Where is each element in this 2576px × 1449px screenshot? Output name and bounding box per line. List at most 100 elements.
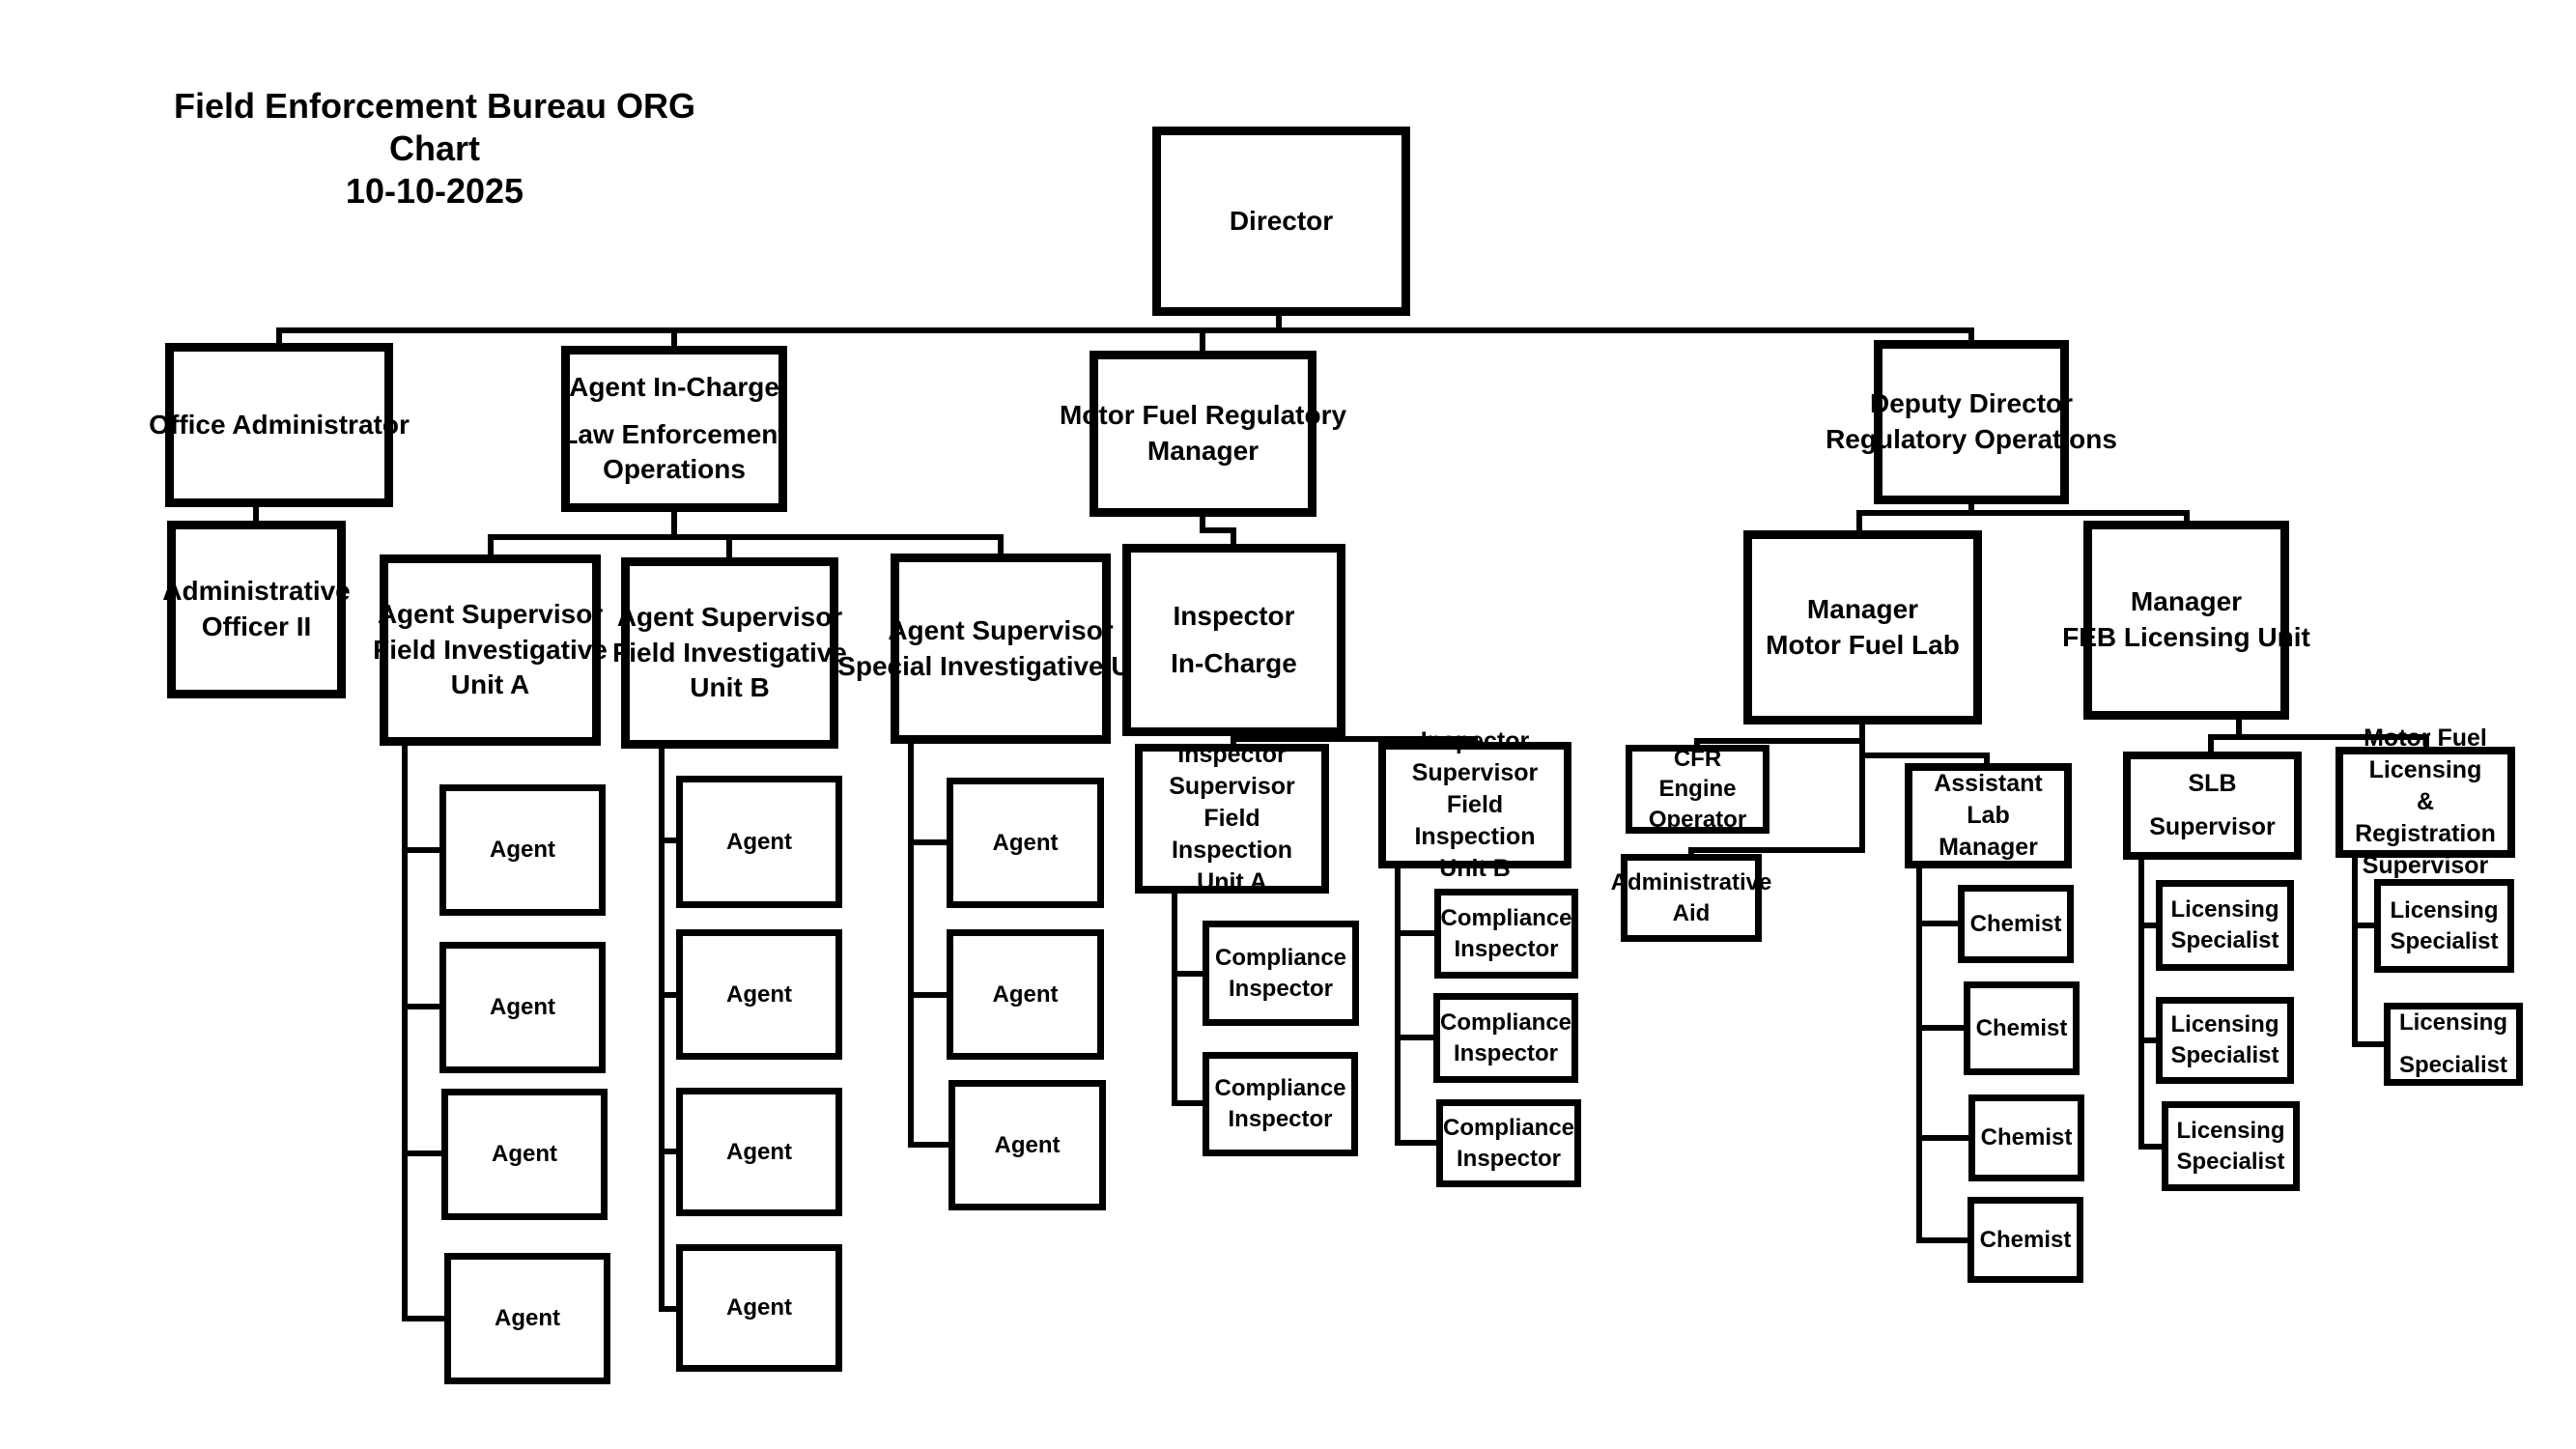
connector-segment: [1395, 1140, 1439, 1146]
connector-segment: [1231, 527, 1236, 547]
connector-segment: [402, 742, 408, 1321]
connector-segment: [1395, 865, 1401, 1146]
org-node-agent-s2: Agent: [947, 929, 1104, 1060]
org-node-label: Agent: [492, 1141, 557, 1168]
chart-title-line2: 10-10-2025: [345, 170, 524, 211]
connector-segment: [671, 508, 677, 540]
connector-segment: [402, 847, 442, 853]
org-node-label: Specialist: [2398, 1052, 2508, 1078]
connector-segment: [1968, 330, 1974, 343]
connector-segment: [2138, 1144, 2166, 1150]
org-node-label: Agent: [992, 980, 1059, 1008]
connector-segment: [2352, 1041, 2388, 1047]
connector-segment: [1694, 738, 1700, 748]
org-node-label: Chemist: [1980, 1124, 2073, 1151]
connector-segment: [1688, 847, 1865, 853]
connector-segment: [402, 1151, 442, 1156]
connector-segment: [671, 330, 677, 349]
connector-segment: [1172, 890, 1177, 1106]
org-node-label: & Registration: [2355, 788, 2496, 847]
org-node-label: Field Investigative: [373, 634, 608, 665]
connector-segment: [253, 502, 259, 524]
connector-segment: [2208, 734, 2214, 754]
org-node-label: Unit A: [1197, 868, 1267, 895]
org-node-label: Law Enforcement: [561, 418, 787, 449]
org-node-label: Chemist: [1979, 1226, 2072, 1253]
org-node-label: Agent: [490, 994, 555, 1021]
connector-segment: [659, 1149, 680, 1154]
connector-segment: [1856, 510, 1862, 533]
connector-segment: [908, 992, 949, 998]
org-node-label: Agent In-Charge: [569, 371, 779, 402]
org-node-label: Manager: [1806, 593, 1919, 624]
org-node-label: Specialist: [2390, 927, 2499, 954]
org-node-label: Agent Supervisor: [377, 598, 604, 629]
org-node-label: Unit B: [690, 672, 770, 703]
connector-segment: [908, 1142, 951, 1148]
connector-segment: [659, 838, 680, 843]
org-node-label: Agent: [490, 837, 555, 864]
org-node-chemist-4: Chemist: [1967, 1197, 2083, 1283]
connector-segment: [1472, 736, 1478, 745]
org-node-label: Supervisor: [2149, 813, 2276, 840]
connector-segment: [2208, 734, 2429, 740]
org-node-label: Compliance: [1439, 1009, 1572, 1036]
connector-segment: [1916, 865, 1922, 1243]
connector-segment: [1231, 736, 1478, 742]
connector-segment: [908, 740, 914, 1148]
connector-segment: [2423, 734, 2429, 750]
org-node-label: Engine Operator: [1648, 776, 1747, 833]
org-node-label: Special Investigative Unit: [837, 650, 1164, 681]
org-node-label: Inspector: [1454, 935, 1559, 962]
org-node-label: Deputy Director: [1869, 388, 2074, 419]
org-node-label: Inspector Supervisor: [1169, 741, 1295, 800]
org-node-label: Agent: [992, 829, 1059, 856]
org-node-label: Agent Supervisor: [888, 614, 1114, 645]
connector-segment: [1200, 513, 1205, 533]
connector-segment: [1200, 527, 1236, 533]
org-node-label: Agent: [994, 1131, 1061, 1158]
org-node-label: Administrative: [1610, 868, 1772, 895]
connector-segment: [2352, 854, 2358, 1047]
org-node-label: Inspector: [1453, 1039, 1559, 1066]
org-node-label: Agent Supervisor: [616, 601, 843, 632]
connector-segment: [488, 534, 1004, 540]
org-node-label: In-Charge: [1171, 647, 1297, 678]
chart-title: Field Enforcement Bureau ORG Chart 10-10…: [135, 85, 734, 213]
org-node-agent-a3: Agent: [441, 1089, 608, 1220]
connector-segment: [2138, 856, 2144, 1150]
org-node-label: Administrative: [162, 576, 351, 607]
org-node-label: Motor Fuel Licensing: [2364, 724, 2487, 783]
connector-segment: [1694, 738, 1865, 744]
org-node-label: Licensing: [2390, 896, 2499, 923]
org-node-label: Inspector Supervisor: [1411, 727, 1539, 786]
org-node-label: Field Inspection: [1414, 791, 1536, 850]
org-node-agent-a2: Agent: [439, 942, 606, 1073]
org-node-label: Manager: [1939, 834, 2038, 861]
connector-segment: [659, 992, 680, 998]
connector-segment: [1859, 721, 1865, 853]
org-node-agent-b4: Agent: [676, 1244, 842, 1372]
connector-segment: [1916, 921, 1961, 926]
org-node-agent-b3: Agent: [676, 1088, 842, 1216]
org-node-label: Licensing: [2170, 1011, 2279, 1038]
org-node-agent-b2: Agent: [676, 929, 842, 1060]
org-node-agent-a4: Agent: [444, 1253, 610, 1384]
org-node-label: Field Investigative: [612, 637, 847, 668]
org-node-label: Compliance: [1214, 1075, 1346, 1102]
org-node-label: Agent: [726, 980, 792, 1008]
